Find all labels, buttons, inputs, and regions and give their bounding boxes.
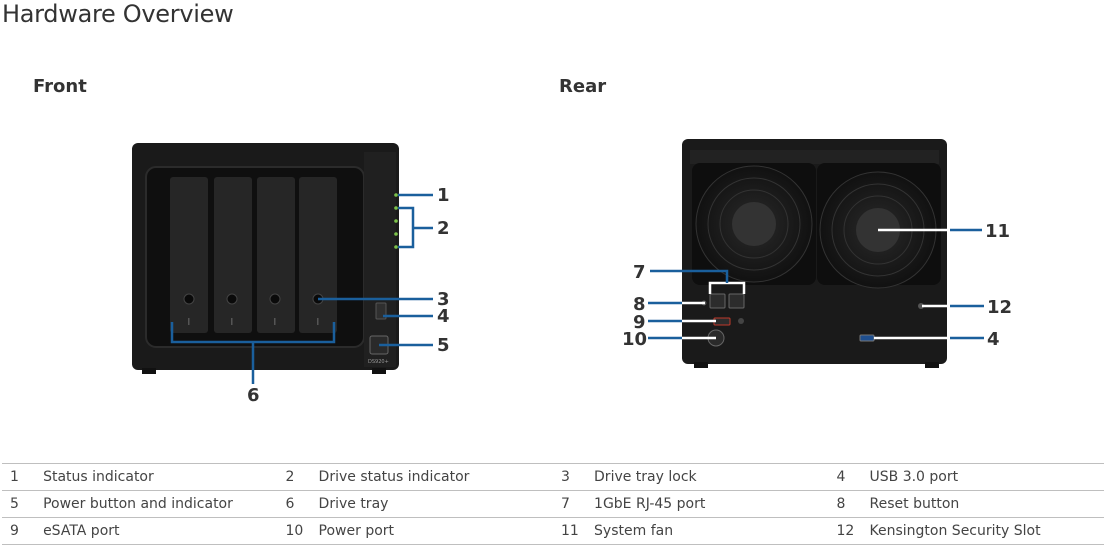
callout-11: 11	[985, 221, 1010, 242]
table-row: 9 eSATA port 10 Power port 11 System fan…	[2, 517, 1104, 545]
drive-tray	[299, 177, 337, 333]
callout-2: 2	[437, 218, 450, 239]
legend-label: eSATA port	[43, 517, 278, 545]
legend-label: Drive status indicator	[318, 463, 553, 491]
legend-number: 5	[2, 490, 44, 518]
legend-label: Drive tray	[318, 490, 553, 518]
rj45-port	[728, 293, 745, 309]
legend-number: 2	[277, 463, 319, 491]
drive-tray-lock	[269, 293, 281, 305]
drive-led	[394, 219, 398, 223]
status-led	[394, 193, 398, 197]
component-legend-table: 1 Status indicator 2 Drive status indica…	[2, 463, 1104, 545]
callout-4-rear: 4	[987, 329, 1000, 350]
kensington-slot	[918, 303, 924, 309]
callout-1: 1	[437, 185, 450, 206]
front-section-label: Front	[33, 76, 87, 97]
callout-7: 7	[633, 262, 646, 283]
legend-label: System fan	[594, 517, 829, 545]
rj45-port	[709, 293, 726, 309]
page-title: Hardware Overview	[2, 0, 234, 28]
legend-number: 7	[552, 490, 595, 518]
legend-label: Drive tray lock	[594, 463, 829, 491]
legend-number: 3	[552, 463, 595, 491]
rear-section-label: Rear	[559, 76, 607, 97]
legend-number: 11	[552, 517, 595, 545]
table-row: 5 Power button and indicator 6 Drive tra…	[2, 490, 1104, 518]
legend-number: 12	[828, 517, 870, 545]
callout-8: 8	[633, 294, 646, 315]
model-text: DS920+	[368, 359, 389, 365]
legend-label: Reset button	[869, 490, 1104, 518]
callout-9: 9	[633, 312, 646, 333]
system-fan	[692, 163, 816, 285]
esata-port	[713, 317, 731, 326]
drive-led	[394, 232, 398, 236]
legend-label: USB 3.0 port	[869, 463, 1104, 491]
system-fan	[817, 163, 941, 289]
callout-10: 10	[622, 329, 647, 350]
drive-led	[394, 245, 398, 249]
legend-number: 1	[2, 463, 44, 491]
callout-5: 5	[437, 335, 450, 356]
legend-number: 4	[828, 463, 870, 491]
front-side-panel	[364, 152, 396, 367]
drive-led	[394, 206, 398, 210]
legend-label: Kensington Security Slot	[869, 517, 1104, 545]
usb-port-rear	[859, 334, 875, 342]
callout-6: 6	[247, 385, 260, 406]
callout-4: 4	[437, 306, 450, 327]
legend-label: Status indicator	[43, 463, 278, 491]
drive-tray-lock	[183, 293, 195, 305]
front-device: DS920+	[132, 143, 399, 374]
legend-number: 9	[2, 517, 44, 545]
callout-3: 3	[437, 289, 450, 310]
callout-12: 12	[987, 297, 1012, 318]
legend-number: 10	[277, 517, 319, 545]
rear-callout-numbers: 7 8 9 10 11 12 4	[622, 221, 1012, 350]
legend-number: 8	[828, 490, 870, 518]
hardware-diagram: DS920+ 1 2 3 4 5 6	[132, 139, 1012, 406]
legend-label: Power button and indicator	[43, 490, 278, 518]
rear-device	[682, 139, 947, 368]
legend-number: 6	[277, 490, 319, 518]
front-callout-numbers: 1 2 3 4 5 6	[247, 185, 450, 406]
drive-tray	[257, 177, 295, 333]
table-row: 1 Status indicator 2 Drive status indica…	[2, 463, 1104, 491]
drive-tray-lock	[226, 293, 238, 305]
drive-tray	[214, 177, 252, 333]
front-callout-lines	[170, 193, 433, 384]
drive-tray	[170, 177, 208, 333]
rear-callout-lines	[648, 228, 984, 340]
legend-label: 1GbE RJ-45 port	[594, 490, 829, 518]
drive-trays	[170, 177, 337, 333]
legend-label: Power port	[318, 517, 553, 545]
